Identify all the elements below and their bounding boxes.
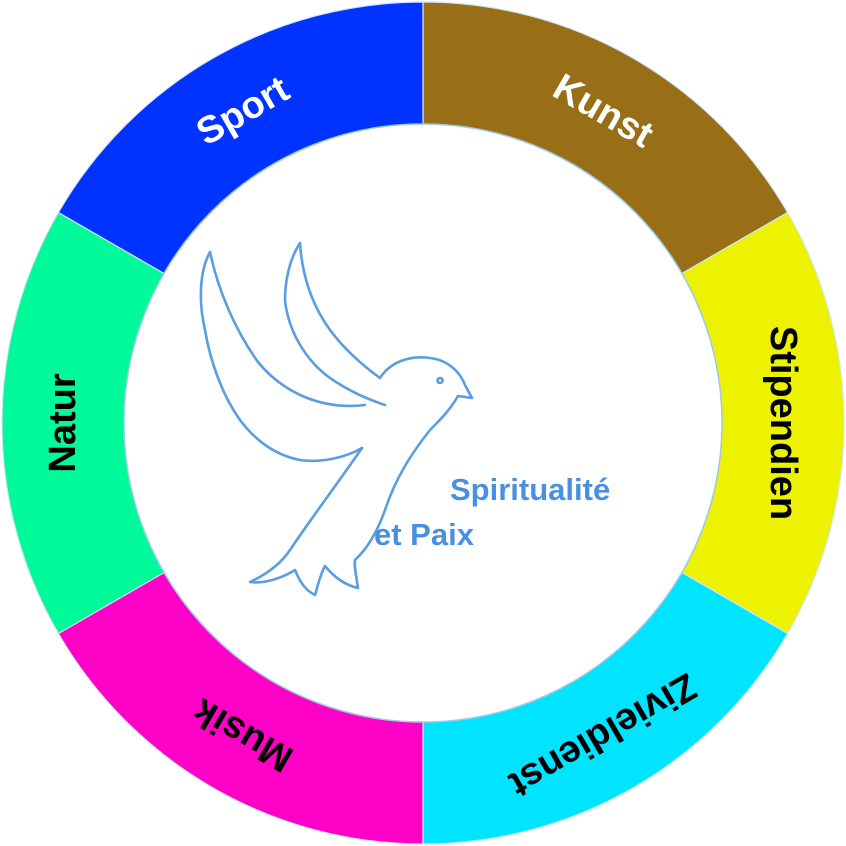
segment-label-stipendien: Stipendien [762,326,804,520]
inner-circle [123,123,723,723]
dove-icon [199,241,474,597]
center-title-line1: Spiritualité [450,472,610,507]
center-title-line2: et Paix [374,517,475,552]
segment-label-natur: Natur [42,373,84,472]
